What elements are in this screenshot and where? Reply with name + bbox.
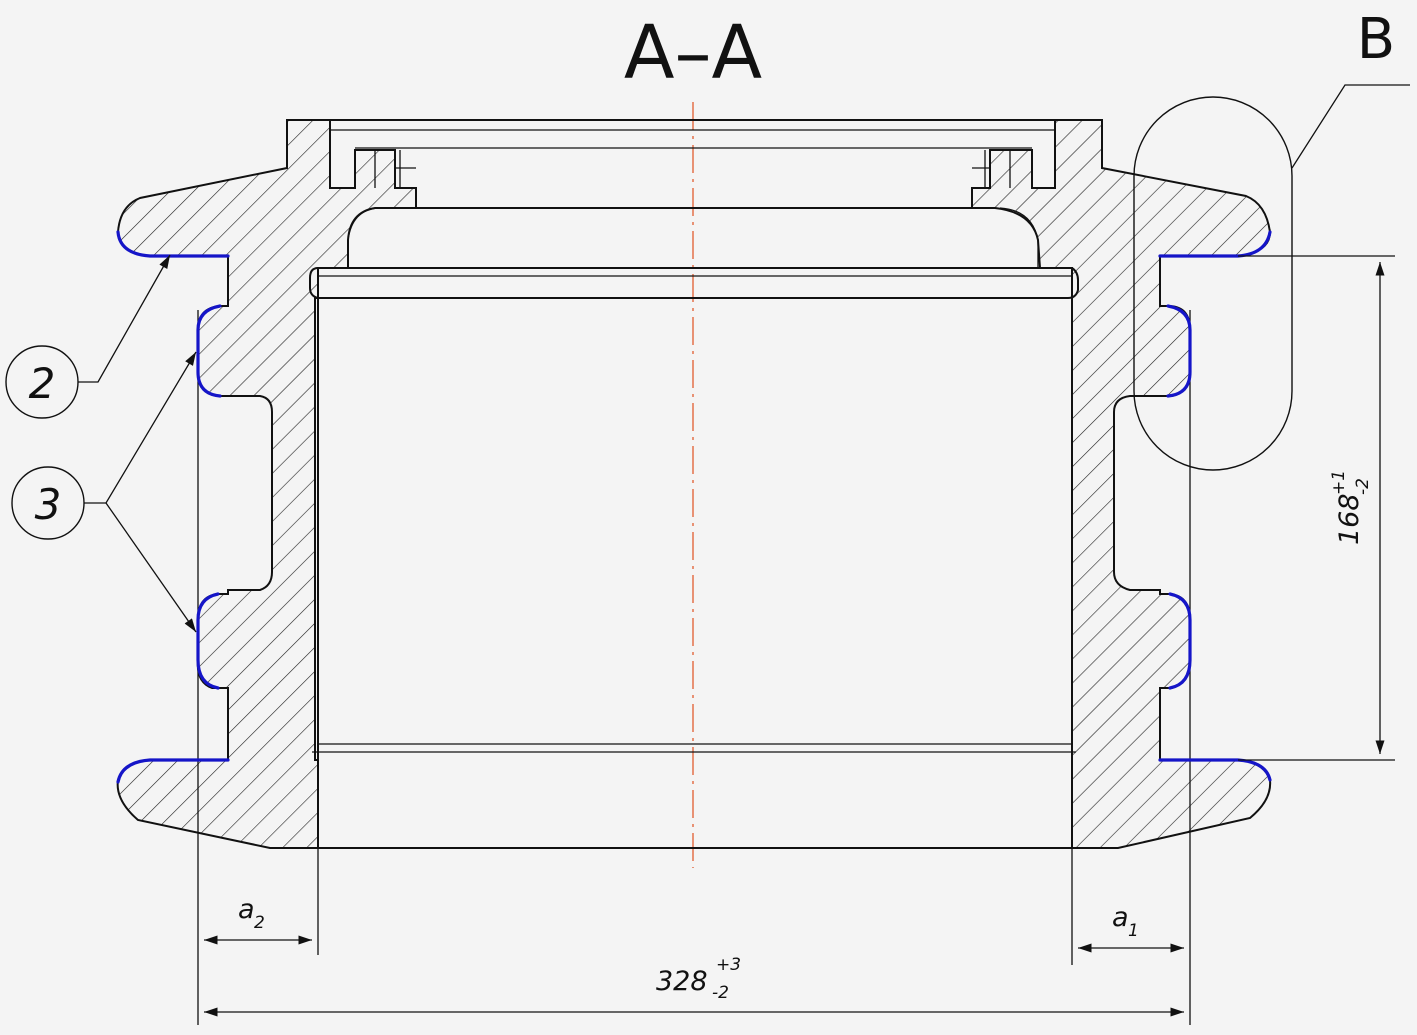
callout-3-label: 3: [35, 480, 62, 529]
dim-328-upper: +3: [716, 955, 741, 975]
left-lower-bead: [196, 592, 220, 690]
right-groove-detail: [972, 150, 1011, 188]
dim-a1-sub: 1: [1128, 921, 1139, 941]
right-wall-section: [971, 119, 1272, 849]
detail-b-label: B: [1357, 7, 1395, 72]
right-upper-bead: [1166, 304, 1192, 398]
left-wall-section: [116, 119, 417, 849]
dim-a2-letter: a: [238, 894, 255, 925]
callout-2-label: 2: [29, 359, 56, 408]
left-upper-bead: [196, 304, 222, 398]
dim-168-upper: +1: [1329, 470, 1349, 495]
right-lower-bead: [1168, 592, 1192, 690]
dim-328-lower: -2: [712, 983, 729, 1003]
dim-328-value: 328: [656, 966, 708, 997]
detail-b-leader: [1291, 84, 1410, 169]
upper-cap-curve: [347, 207, 1039, 268]
section-title: A–A: [624, 10, 763, 96]
left-bottom-flange-edge: [116, 758, 230, 784]
left-groove-detail: [374, 150, 416, 188]
callout-2-leader: [78, 254, 171, 383]
dim-a1-letter: a: [1112, 902, 1129, 933]
detail-b-outline: [1133, 96, 1293, 471]
dim-168-value: 168: [1334, 493, 1365, 545]
left-top-flange-edge: [116, 230, 230, 258]
dim-168-text-group: 168 +1 -2: [1329, 470, 1373, 545]
callout-3-leader-down: [105, 502, 197, 633]
dim-a2-sub: 2: [254, 913, 265, 933]
callout-3-leader-up: [84, 351, 197, 504]
liner-ring: [309, 267, 1079, 299]
dim-168-lower: -2: [1353, 478, 1373, 495]
